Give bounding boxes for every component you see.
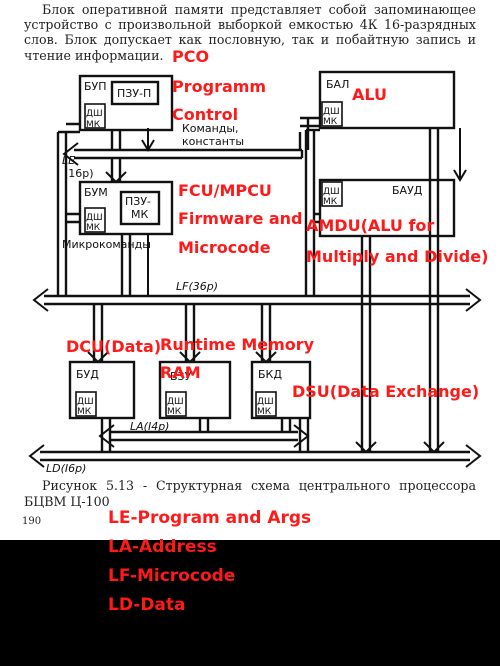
intro-paragraph: Блок оперативной памяти представляет соб… <box>24 2 476 63</box>
pzu-mk-block <box>119 190 161 226</box>
bup-dsh-label: ДШ <box>86 109 103 119</box>
ld-bus-arrow <box>28 444 45 468</box>
annotation-dsu: DSU(Data Exchange) <box>292 382 479 401</box>
cpu-block-diagram: БУП ПЗУ-П ДШ МК БАЛ ДШ МК БУМ ПЗУ- МК ДШ… <box>28 47 488 475</box>
page-number: 190 <box>22 516 42 527</box>
annotation-amdu-1: AMDU(ALU for <box>306 216 434 235</box>
annotation-programm: Programm <box>172 77 266 96</box>
book-page: Блок оперативной памяти представляет соб… <box>0 0 500 540</box>
annotation-control: Control <box>172 105 238 124</box>
bal-block <box>318 70 456 130</box>
baud-label: БАУД <box>392 184 423 197</box>
bup-dsh-block <box>84 103 106 129</box>
le-bus <box>74 148 304 160</box>
bzu-dsh-label: ДШ <box>167 397 184 407</box>
pzu-p-label: ПЗУ-П <box>117 87 151 100</box>
bal-mk-label: МК <box>323 117 338 127</box>
legend-lf: LF-Microcode <box>108 566 236 586</box>
lf-bus <box>44 294 470 306</box>
lf-bus-arrow <box>32 288 49 312</box>
le-bus-label: LE <box>62 154 75 167</box>
annotation-microcode: Microcode <box>178 238 271 257</box>
baud-dsh-label: ДШ <box>323 187 340 197</box>
pzu-mk-label-1: ПЗУ- <box>125 195 151 208</box>
commands-label-1: Команды, <box>182 122 239 135</box>
bum-block <box>78 180 174 236</box>
bud-mk-label: МК <box>77 407 92 417</box>
bkd-dsh-block <box>255 391 277 417</box>
la-bus-label: LA(I4р) <box>130 420 169 433</box>
annotation-amdu-2: Multiply and Divide) <box>306 247 488 266</box>
annotation-ram: RAM <box>160 363 201 382</box>
legend-la: LA-Address <box>108 537 217 557</box>
bud-dsh-block <box>75 391 97 417</box>
annotation-fcu: FCU/MPCU <box>178 181 272 200</box>
annotation-pco: PCO <box>172 47 209 66</box>
le-bus-arrow <box>62 142 79 166</box>
bum-mk-label: МК <box>86 223 101 233</box>
bzu-label: БЗУ <box>170 370 192 383</box>
bkd-mk-label: МК <box>257 407 272 417</box>
bkd-label: БКД <box>258 368 282 381</box>
annotation-alu: ALU <box>352 85 387 104</box>
annotation-dcu: DCU(Data) <box>66 337 161 356</box>
bal-label: БАЛ <box>326 78 349 91</box>
baud-block <box>318 178 456 238</box>
la-bus <box>110 430 298 442</box>
commands-label-2: константы <box>182 135 244 148</box>
figure-caption: Рисунок 5.13 - Структурная схема централ… <box>24 478 476 509</box>
bum-dsh-label: ДШ <box>86 213 103 223</box>
bup-label: БУП <box>84 80 107 93</box>
ld-bus <box>40 450 470 462</box>
bkd-dsh-label: ДШ <box>257 397 274 407</box>
legend-ld: LD-Data <box>108 595 186 615</box>
pzu-mk-label-2: МК <box>131 208 148 221</box>
lf-bus-label: LF(36р) <box>176 280 218 293</box>
baud-mk-label: МК <box>323 197 338 207</box>
annotation-runtime-memory: Runtime Memory <box>160 335 315 354</box>
bzu-dsh-block <box>165 391 187 417</box>
annotation-firmware: Firmware and <box>178 209 303 228</box>
legend-le: LE-Program and Args <box>108 508 312 528</box>
bup-block <box>78 74 174 132</box>
bal-dsh-block <box>321 101 343 127</box>
bal-dsh-label: ДШ <box>323 107 340 117</box>
bum-label: БУМ <box>84 186 108 199</box>
baud-dsh-block <box>321 181 343 207</box>
bum-dsh-block <box>84 207 106 233</box>
le-bus-width-label: (16р) <box>64 167 94 180</box>
pzu-p-block <box>110 80 160 106</box>
microcommands-label: Микрокоманды <box>62 238 151 251</box>
bud-label: БУД <box>76 368 99 381</box>
bup-mk-label: МК <box>86 120 101 130</box>
bud-dsh-label: ДШ <box>77 397 94 407</box>
ld-bus-label: LD(I6р) <box>46 462 86 475</box>
bzu-mk-label: МК <box>167 407 182 417</box>
